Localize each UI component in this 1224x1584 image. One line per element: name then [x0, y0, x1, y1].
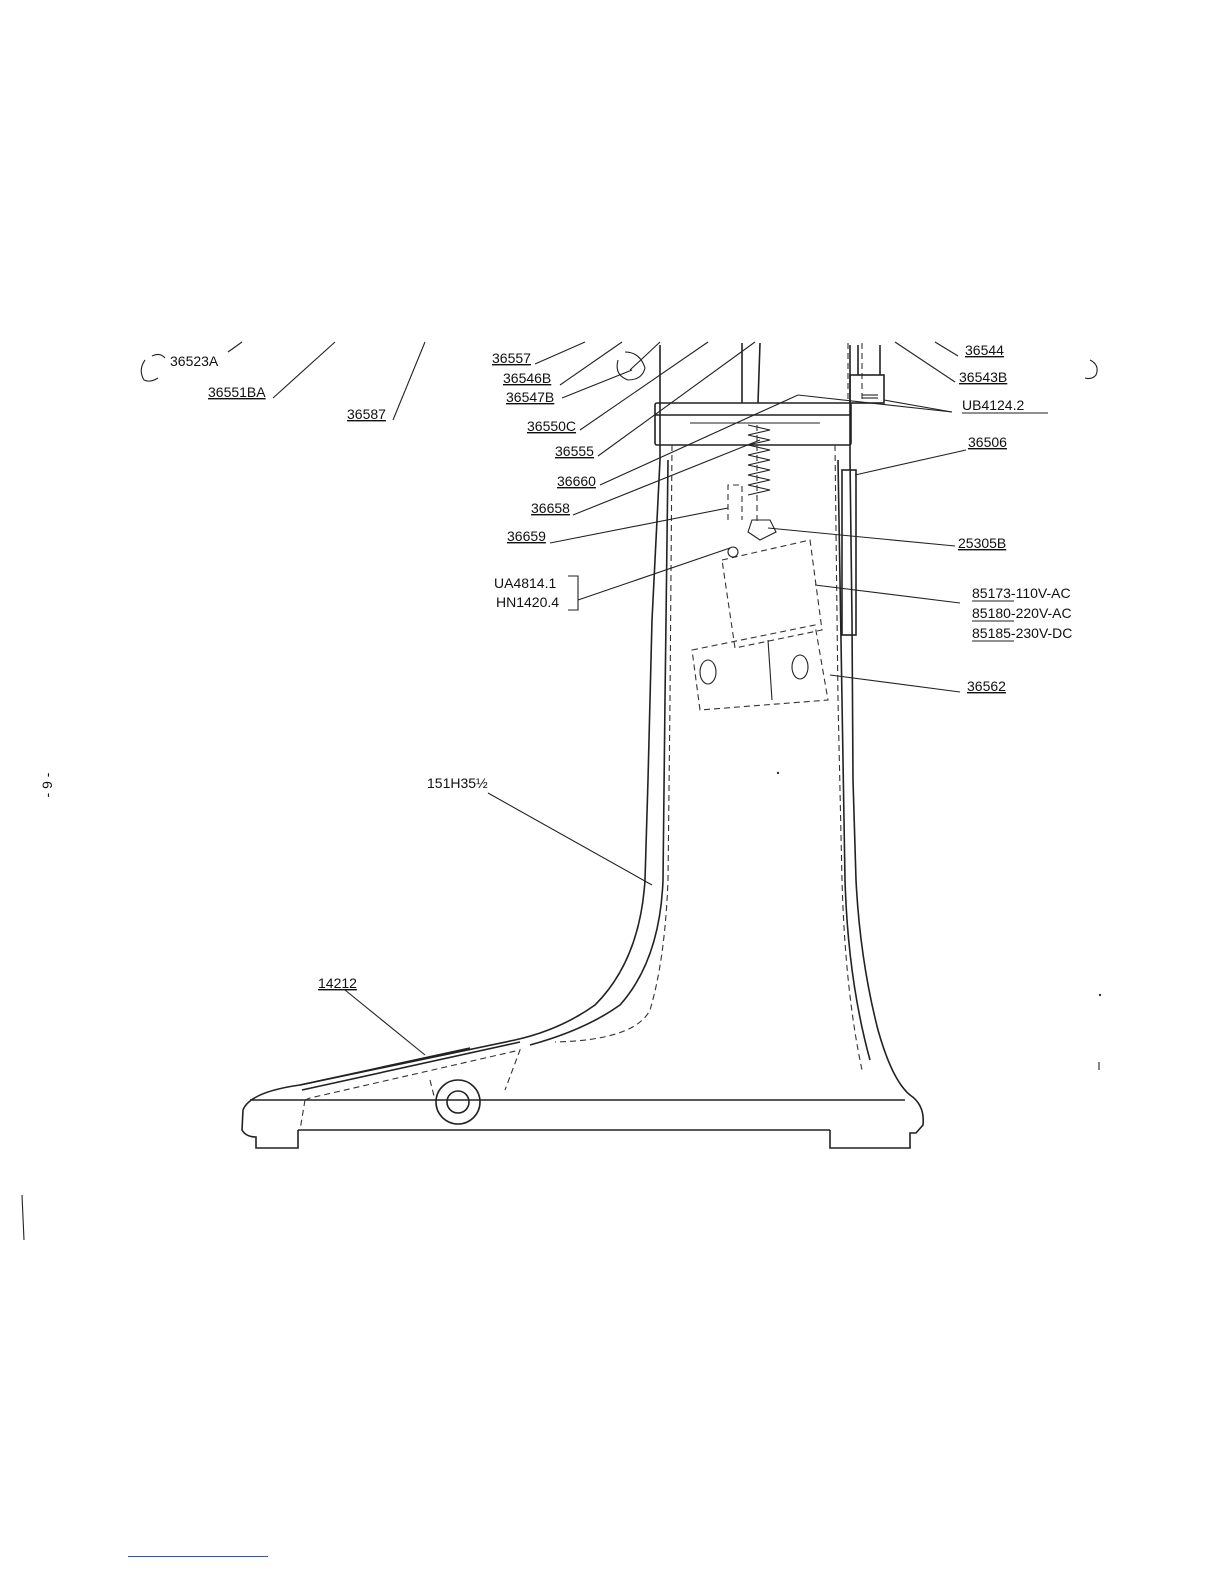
- label-36546B: 36546B: [503, 370, 551, 386]
- label-36550C: 36550C: [527, 418, 576, 434]
- leader-lines: [228, 342, 966, 1055]
- footer-rule: [128, 1556, 268, 1557]
- stand-pedestal: [242, 345, 923, 1148]
- label-36547B: 36547B: [506, 389, 554, 405]
- treadle-pedal: [300, 1042, 520, 1130]
- label-36587: 36587: [347, 406, 386, 422]
- label-36555: 36555: [555, 443, 594, 459]
- label-36544: 36544: [965, 342, 1004, 358]
- page-number: - 9 -: [39, 772, 55, 797]
- label-UB4124: UB4124.2: [962, 397, 1024, 413]
- label-36660: 36660: [557, 473, 596, 489]
- label-85173: 85173-110V-AC: [972, 585, 1071, 601]
- label-36506: 36506: [968, 434, 1007, 450]
- label-25305B: 25305B: [958, 535, 1006, 551]
- label-36557: 36557: [492, 350, 531, 366]
- label-85180: 85180-220V-AC: [972, 605, 1072, 621]
- label-85185: 85185-230V-DC: [972, 625, 1072, 641]
- label-14212: 14212: [318, 975, 357, 991]
- hidden-internal-parts: [555, 425, 862, 1070]
- label-36523A: 36523A: [170, 353, 219, 369]
- label-36562: 36562: [967, 678, 1006, 694]
- label-36658: 36658: [531, 500, 570, 516]
- label-36543B: 36543B: [959, 369, 1007, 385]
- scan-marks: [22, 772, 1101, 1240]
- label-HN1420: HN1420.4: [496, 594, 559, 610]
- label-36551BA: 36551BA: [208, 384, 266, 400]
- label-UA4814: UA4814.1: [494, 575, 556, 591]
- label-151H35: 151H35½: [427, 775, 488, 791]
- label-36659: 36659: [507, 528, 546, 544]
- top-left-fragments: [141, 352, 1097, 381]
